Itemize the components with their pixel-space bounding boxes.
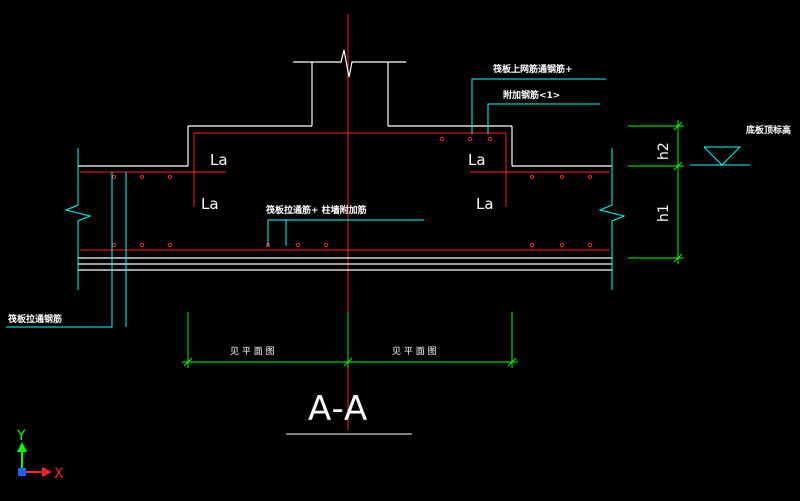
leader-bottom-rebar (267, 219, 424, 246)
label-mat-through-rebar: 筏板拉通钢筋 (7, 313, 62, 325)
dimension-h2: h2 (656, 142, 672, 160)
edge-break-lines (64, 148, 626, 290)
vertical-dimension (628, 120, 684, 264)
label-top-additional-rebar: 附加钢筋<1> (503, 89, 560, 101)
elevation-symbol (690, 146, 750, 166)
label-top-through-rebar: 筏板上网筋通钢筋+ (492, 63, 573, 75)
dimension-h1: h1 (656, 204, 672, 222)
ucs-y-label: Y (16, 428, 26, 444)
anchorage-label: La (210, 151, 228, 169)
ucs-x-label: X (54, 466, 64, 482)
section-title: A-A (308, 389, 368, 429)
anchorage-label: La (476, 195, 494, 213)
rebar-dots (111, 136, 593, 248)
rebar-lines (80, 132, 610, 251)
leader-mat-rebar (6, 172, 127, 328)
horizontal-dimension (182, 312, 518, 368)
anchorage-label: La (468, 151, 486, 169)
dimension-left-span: 见 平 面 图 (230, 346, 275, 357)
dimension-right-span: 见 平 面 图 (392, 346, 437, 357)
foundation-outline (78, 49, 612, 271)
label-bottom-through-rebar: 筏板拉通筋+ 柱墙附加筋 (265, 204, 367, 216)
label-slab-elevation: 底板顶标高 (746, 124, 791, 136)
anchorage-label: La (201, 195, 219, 213)
leader-top-rebar (471, 78, 606, 134)
ucs-icon (17, 442, 52, 477)
